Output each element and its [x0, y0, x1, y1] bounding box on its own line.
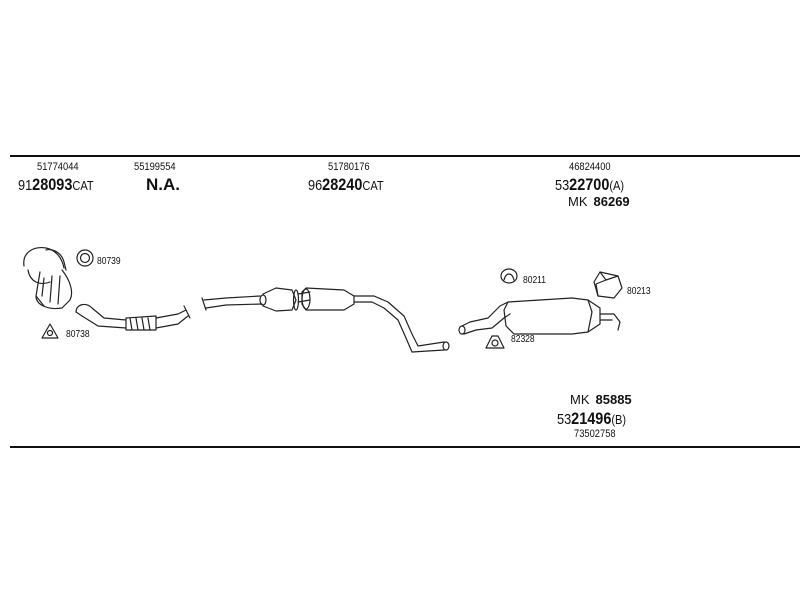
mk-number-bottom: MK 85885 [570, 393, 632, 406]
part-main: 22700 [569, 175, 610, 194]
oe-number-bottom: 73502758 [574, 428, 616, 440]
mk-prefix: MK [568, 194, 588, 209]
clamp-82328-drawing [485, 335, 505, 349]
part-prefix: 91 [18, 177, 33, 194]
part-suffix: (A) [609, 178, 625, 193]
ring-gasket-80739-drawing [76, 249, 94, 267]
top-divider-line [10, 155, 800, 157]
rear-clamp-80211-drawing [500, 268, 518, 284]
part-main: 21496 [571, 409, 612, 428]
ref-label-80739: 80739 [97, 256, 121, 267]
oe-number-2: 55199554 [134, 161, 176, 173]
oe-number-1: 51774044 [37, 161, 79, 173]
part-prefix: 96 [308, 177, 323, 194]
part-prefix: 53 [557, 411, 572, 428]
triangle-gasket-80738-drawing [41, 323, 59, 339]
part-main: 28093 [32, 175, 73, 194]
mk-value: 86269 [593, 194, 630, 209]
part-number-4: 5322700(A) [555, 176, 624, 193]
part-suffix: CAT [362, 178, 384, 193]
rear-silencer-drawing [458, 297, 621, 335]
oe-number-3: 51780176 [328, 161, 370, 173]
part-main: 28240 [322, 175, 363, 194]
ref-label-80213: 80213 [627, 286, 651, 297]
ref-label-80738: 80738 [66, 329, 90, 340]
part-suffix: CAT [72, 178, 94, 193]
front-pipe-drawing [75, 303, 191, 331]
mk-number-top: MK 86269 [568, 195, 630, 208]
part-suffix: (B) [611, 412, 627, 427]
part-prefix: 53 [555, 177, 570, 194]
ref-label-82328: 82328 [511, 334, 535, 345]
bottom-divider-line [10, 446, 800, 448]
mk-prefix: MK [570, 392, 590, 407]
catalytic-converter-drawing [23, 247, 73, 310]
not-available-label: N.A. [146, 175, 180, 194]
part-number-3: 9628240CAT [308, 176, 384, 193]
mk-value: 85885 [595, 392, 632, 407]
part-number-bottom: 5321496(B) [557, 410, 626, 427]
rubber-mount-80213-drawing [593, 271, 623, 299]
ref-label-80211: 80211 [523, 275, 547, 286]
middle-pipe-drawing [201, 287, 450, 353]
part-number-1: 9128093CAT [18, 176, 94, 193]
oe-number-4: 46824400 [569, 161, 611, 173]
